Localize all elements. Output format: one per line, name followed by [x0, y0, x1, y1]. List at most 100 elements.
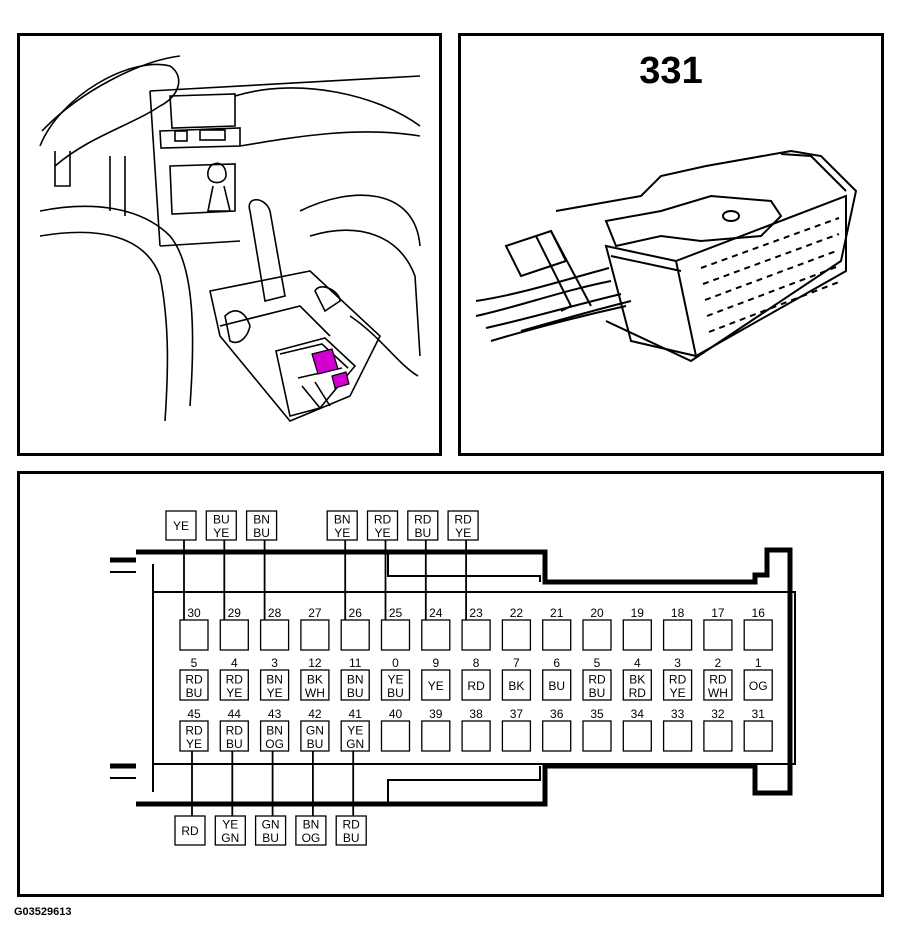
wire-label: RD [181, 824, 199, 838]
pin-number: 24 [429, 606, 443, 620]
pin-number: 3 [271, 656, 278, 670]
pin-cavity [259, 669, 290, 701]
pin-number: 3 [674, 656, 681, 670]
pin-cavity [179, 619, 209, 651]
pin-number: 4 [634, 656, 641, 670]
wire-label-box [214, 815, 246, 846]
pin-number: 37 [510, 707, 524, 721]
pin-number: 33 [671, 707, 685, 721]
connector-number: 331 [639, 50, 703, 92]
pin-cavity [340, 669, 370, 701]
pin-number: 25 [389, 606, 403, 620]
pin-number: 2 [715, 656, 722, 670]
pin-number: 6 [553, 656, 560, 670]
pin-number: 39 [429, 707, 443, 721]
pin-number: 21 [550, 606, 564, 620]
pin-number: 20 [590, 606, 604, 620]
pin-cavity [703, 720, 733, 752]
pin-cavity [461, 619, 491, 651]
pin-cavity [380, 669, 411, 701]
connector-highlight [311, 348, 350, 389]
pin-number: 19 [631, 606, 645, 620]
wire-label-box [295, 815, 327, 846]
wire-label-box [205, 510, 237, 541]
pin-number: 11 [349, 656, 362, 670]
wire-label-box [407, 510, 439, 541]
wire-label-box [335, 815, 367, 846]
pin-number: 27 [308, 606, 322, 620]
pin-number: 12 [308, 656, 322, 670]
pin-cavity [259, 619, 290, 651]
pin-number: 36 [550, 707, 564, 721]
pin-cavity [622, 720, 652, 752]
connector-pin-slots [700, 217, 840, 333]
pin-number: 5 [191, 656, 198, 670]
console-location-drawing [17, 33, 442, 456]
pin-wire-color: OG [749, 679, 768, 693]
pin-number: 35 [590, 707, 604, 721]
pin-number: 28 [268, 606, 282, 620]
connector-outline [110, 547, 796, 807]
pin-cavity [300, 619, 330, 651]
pin-number: 45 [187, 707, 201, 721]
pin-number: 40 [389, 707, 403, 721]
pin-cavity [622, 669, 652, 701]
pin-number: 44 [228, 707, 242, 721]
pin-cavity [743, 669, 773, 701]
pin-number: 32 [711, 707, 725, 721]
figure-code: G03529613 [14, 906, 72, 918]
wire-label-box [165, 510, 197, 541]
pin-cavity [542, 720, 572, 752]
pin-cavity [582, 720, 612, 752]
wire-label-box [174, 815, 206, 846]
pin-cavity [743, 619, 773, 651]
pin-number: 18 [671, 606, 685, 620]
pin-number: 9 [432, 656, 439, 670]
pin-cavity [461, 720, 491, 752]
pin-cavity [380, 720, 411, 752]
pin-cavity [340, 720, 370, 752]
pin-cavity [501, 619, 532, 651]
pin-cavity [421, 619, 451, 651]
connector-illustration [475, 149, 858, 363]
pin-cavity [582, 619, 612, 651]
pin-cavity [622, 619, 652, 651]
pin-number: 1 [755, 656, 762, 670]
wire-label-box [366, 510, 399, 541]
pin-cavity [179, 669, 209, 701]
pin-cavity [340, 619, 370, 651]
pin-cavity [582, 669, 612, 701]
pin-cavity [542, 669, 572, 701]
pin-cavity [300, 669, 330, 701]
pin-wire-color: RD [467, 679, 485, 693]
pin-wire-color: BU [548, 679, 565, 693]
pin-number: 23 [469, 606, 483, 620]
pin-number: 29 [228, 606, 242, 620]
pin-number: 17 [711, 606, 725, 620]
pin-number: 30 [187, 606, 201, 620]
pin-number: 43 [268, 707, 282, 721]
pin-number: 26 [349, 606, 363, 620]
